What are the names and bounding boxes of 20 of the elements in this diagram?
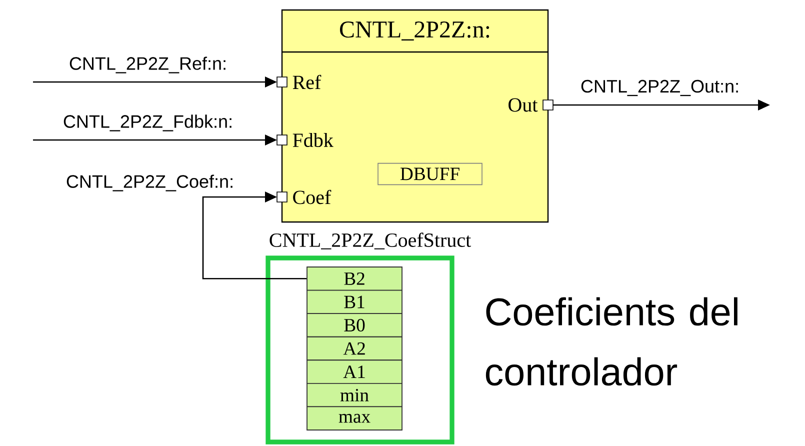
edge-label: CNTL_2P2Z_Out:n: bbox=[579, 78, 741, 98]
table-title: CNTL_2P2Z_CoefStruct bbox=[270, 232, 471, 250]
node-label: Coef bbox=[293, 190, 332, 204]
buffer-label: DBUFF bbox=[378, 162, 482, 186]
table-row: B0 bbox=[306, 313, 402, 338]
table-row: min bbox=[306, 382, 402, 408]
table-row: max bbox=[306, 406, 402, 430]
edge-label: CNTL_2P2Z_Fdbk:n: bbox=[62, 113, 234, 133]
node-label: Ref bbox=[292, 74, 322, 90]
edge-label: CNTL_2P2Z_Ref:n: bbox=[68, 55, 228, 75]
note: Coeficients del controlador bbox=[486, 297, 738, 386]
table-row: B2 bbox=[306, 266, 402, 291]
edge-label: CNTL_2P2Z_Coef:n: bbox=[64, 173, 236, 193]
table-row: B1 bbox=[306, 290, 402, 314]
arrow bbox=[202, 191, 307, 280]
highlight-frame bbox=[266, 256, 454, 444]
node-label: Out bbox=[508, 98, 538, 112]
node-label: Fdbk bbox=[292, 132, 334, 148]
table-row: A2 bbox=[306, 336, 402, 361]
table-row: A1 bbox=[306, 360, 402, 384]
